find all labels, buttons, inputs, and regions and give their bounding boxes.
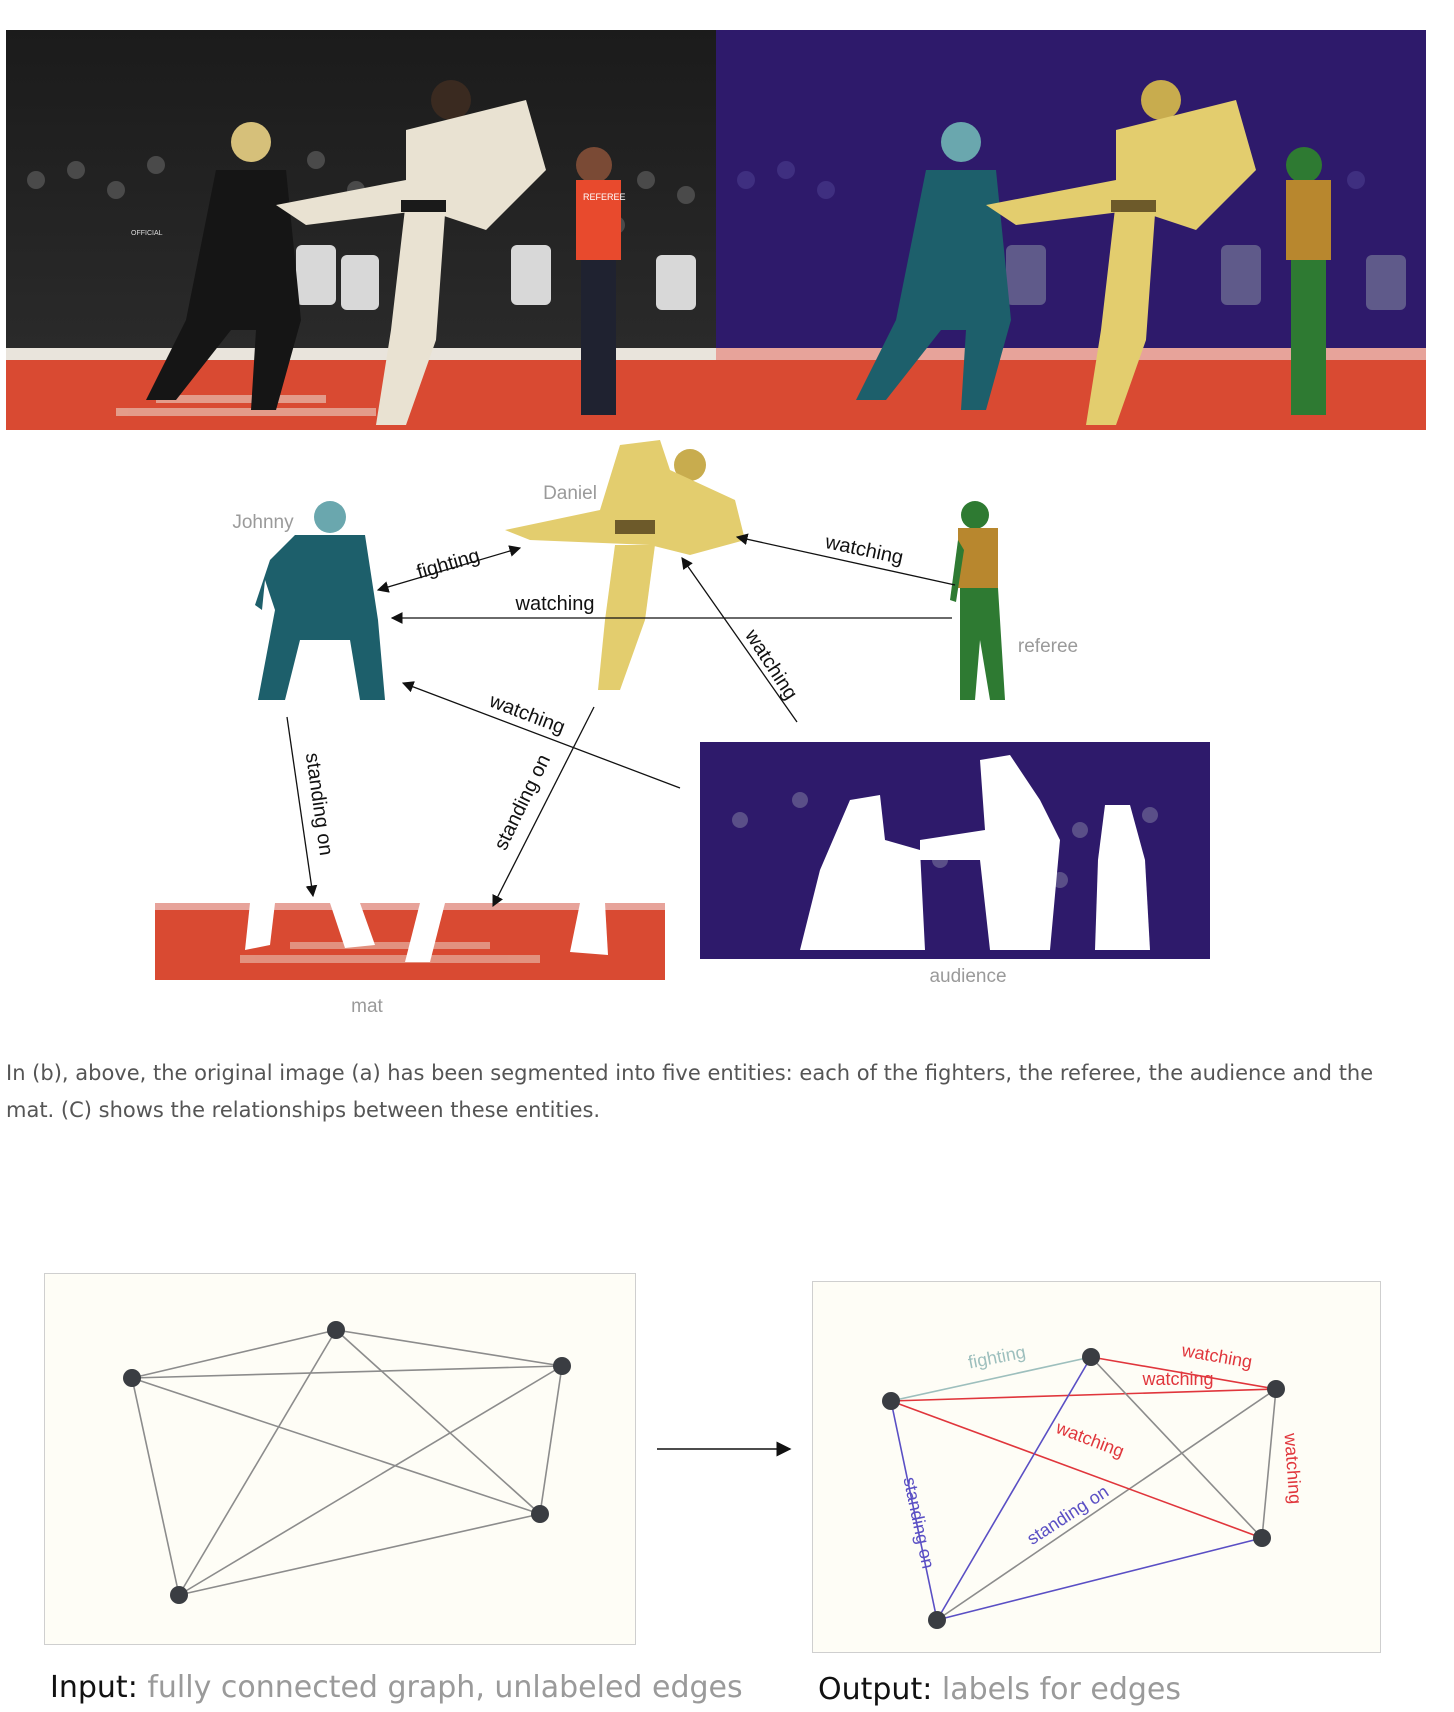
graph-node [1082, 1348, 1100, 1366]
label-referee-daniel: watching [822, 531, 905, 569]
graph-node [553, 1357, 571, 1375]
label-referee-johnny: watching [515, 593, 595, 615]
johnny-cutout [255, 501, 385, 700]
input-label: Input: fully connected graph, unlabeled … [50, 1670, 743, 1705]
entity-name-mat: mat [351, 996, 383, 1017]
label-daniel-mat: standing on [490, 751, 555, 854]
output-label: Output: labels for edges [818, 1672, 1182, 1707]
edge-johnny-daniel [376, 545, 522, 593]
label-audience-johnny: watching [485, 690, 568, 739]
entity-name-daniel: Daniel [543, 483, 597, 504]
referee-shirt-text: REFEREE [583, 192, 626, 202]
daniel-cutout [505, 440, 745, 690]
output-label-head: Output [818, 1672, 923, 1707]
figure-caption: In (b), above, the original image (a) ha… [6, 1061, 1374, 1122]
input-label-head: Input [50, 1670, 128, 1705]
edge-label-watching: watching [1141, 1369, 1213, 1389]
graph-node [170, 1586, 188, 1604]
graph-node [928, 1611, 946, 1629]
label-johnny-mat: standing on [301, 751, 337, 856]
graph-node [882, 1392, 900, 1410]
edge-label-standing-on: standing on [899, 1475, 938, 1570]
output-label-desc: labels for edges [941, 1672, 1182, 1707]
segmented-photo [716, 30, 1426, 430]
output-graph-panel: fighting watching watching watching watc… [812, 1281, 1381, 1653]
original-photo: REFEREE OFFICIAL [6, 30, 716, 430]
edge-label-watching: watching [1179, 1340, 1253, 1372]
referee-cutout [950, 501, 1005, 700]
label-audience-daniel: watching [740, 625, 802, 704]
edge-label-standing-on: standing on [1023, 1481, 1112, 1548]
official-shirt-text: OFFICIAL [131, 230, 163, 237]
edge-audience-daniel [681, 557, 798, 723]
graph-node [531, 1505, 549, 1523]
entity-name-johnny: Johnny [232, 512, 294, 533]
audience-cutout [700, 742, 1210, 959]
graph-node [123, 1369, 141, 1387]
entity-name-referee: referee [1018, 636, 1078, 657]
graph-node [327, 1321, 345, 1339]
graph-node [1267, 1380, 1285, 1398]
edge-label-watching: watching [1052, 1417, 1126, 1461]
label-fighting: fighting [414, 545, 482, 584]
entity-name-audience: audience [929, 966, 1006, 987]
input-label-desc: fully connected graph, unlabeled edges [147, 1670, 743, 1705]
edge-label-fighting: fighting [966, 1342, 1027, 1373]
edge-referee-daniel [735, 533, 956, 586]
edge-audience-johnny [401, 681, 681, 789]
graph-node [1253, 1529, 1271, 1547]
edge-label-watching: watching [1280, 1431, 1305, 1504]
mat-cutout [155, 903, 665, 980]
input-graph-panel [44, 1273, 636, 1645]
edge-johnny-mat [286, 716, 318, 898]
edge-daniel-mat [492, 706, 595, 908]
